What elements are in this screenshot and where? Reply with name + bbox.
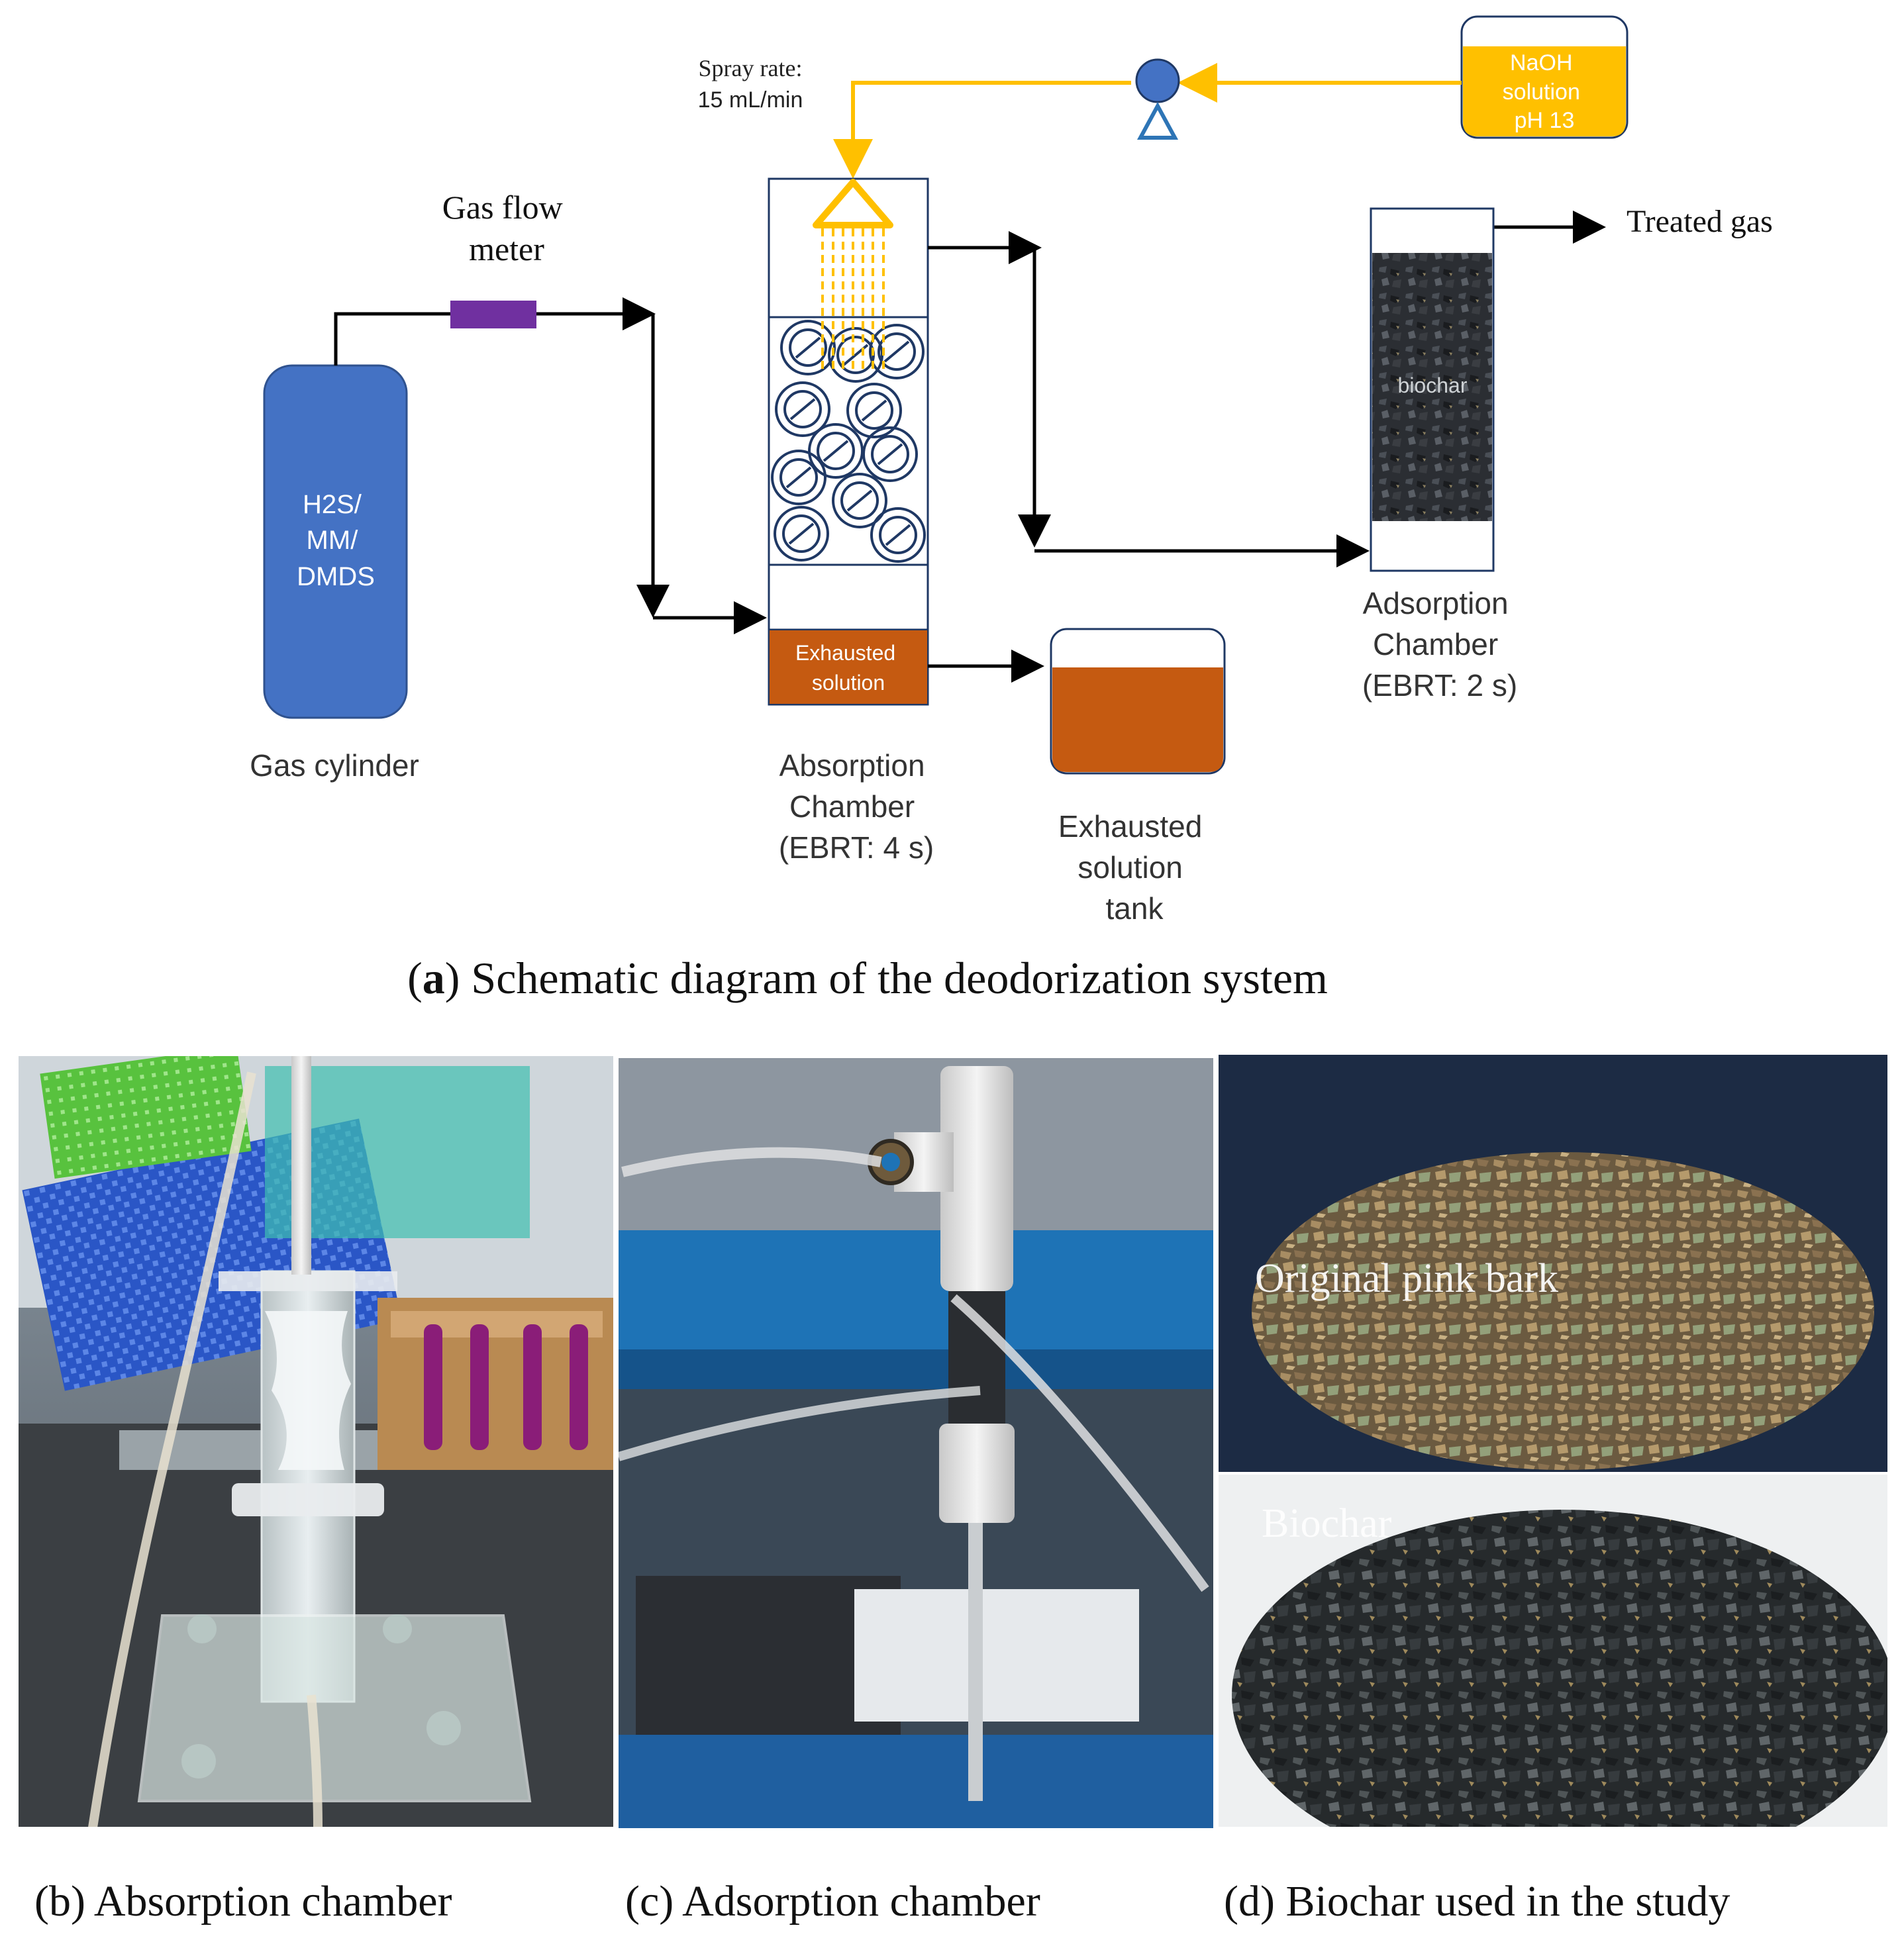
label-biochar-photo: Biochar (1262, 1501, 1392, 1546)
exhausted-solution-line-1: Exhausted (795, 641, 895, 665)
caption-b: (b) Absorption chamber (34, 1877, 452, 1925)
caption-a-letter: a (423, 953, 445, 1003)
exhausted-solution-layer (770, 630, 927, 704)
svg-text:Exhausted solution: Exhausted solution tank (1058, 809, 1211, 926)
svg-text:Exhausted solution: Exhausted solution (795, 641, 901, 695)
caption-c: (c) Adsorption chamber (625, 1877, 1040, 1925)
naoh-line-1: NaOH (1510, 50, 1572, 75)
label-original-pink-bark: Original pink bark (1255, 1256, 1558, 1301)
spray-rate-label: Spray rate: (699, 55, 803, 81)
exhausted-solution-line-2: solution (812, 671, 885, 695)
treated-gas-label: Treated gas (1627, 204, 1773, 239)
svg-text:Biochar: Biochar (1262, 1501, 1392, 1546)
caption-a-open: ( (407, 953, 423, 1003)
svg-text:Treated gas: Treated gas (1627, 204, 1773, 239)
svg-text:Gas flow meter: Gas flow meter (442, 189, 571, 268)
gas-flow-meter-line-2: meter (469, 230, 544, 268)
biochar-label: biochar (1398, 373, 1468, 397)
naoh-feed-line (833, 63, 1462, 179)
adsorption-chamber: biochar Adsorption Chamber (EBRT: 2 s) (1362, 207, 1517, 703)
absorption-chamber-line-1: Absorption (779, 748, 925, 783)
svg-text:(d) Biochar used in the study: (d) Biochar used in the study (1224, 1877, 1730, 1925)
photo-biochar (1219, 1055, 1887, 1827)
caption-a-close: ) (445, 953, 472, 1003)
svg-text:NaOH solution: NaOH solution pH 13 (1503, 50, 1587, 133)
svg-text:(a) Schematic diagram of the d: (a) Schematic diagram of the deodorizati… (407, 953, 1328, 1003)
svg-text:H2S/ MM/ DMDS: H2S/ MM/ DMDS (297, 490, 375, 591)
exhausted-tank-line-2: solution (1077, 850, 1183, 885)
exhausted-tank-line-3: tank (1106, 891, 1164, 926)
spray-nozzle-icon (813, 179, 893, 371)
gas-cylinder-label: Gas cylinder (250, 748, 419, 783)
green-basket (40, 1056, 252, 1179)
gas-pipeline (334, 211, 1606, 683)
exhausted-tank-line-1: Exhausted (1058, 809, 1202, 844)
svg-text:Gas cylinder: Gas cylinder (250, 748, 419, 783)
biochar-pile (1232, 1510, 1887, 1827)
svg-text:biochar: biochar (1398, 373, 1468, 397)
adsorption-chamber-line-3: (EBRT: 2 s) (1362, 668, 1517, 703)
panel-a-schematic: NaOH solution pH 13 Spray rate: 15 mL/mi… (250, 15, 1773, 1003)
adsorption-chamber-line-2: Chamber (1373, 627, 1498, 661)
absorption-chamber-line-2: Chamber (789, 789, 915, 824)
photo-adsorption-chamber (619, 1058, 1213, 1828)
svg-text:(c) Adsorption chamber: (c) Adsorption chamber (625, 1877, 1040, 1925)
gas-cylinder: H2S/ MM/ DMDS Gas cylinder (250, 364, 419, 783)
gas-flow-meter (450, 301, 536, 328)
svg-text:Spray rate:: Spray rate: (699, 55, 803, 81)
naoh-line-2: solution (1503, 79, 1580, 105)
cylinder-line-1: H2S/ (303, 490, 362, 519)
absorption-chamber: Exhausted solution (768, 177, 934, 865)
exhausted-solution-tank: Exhausted solution tank (1050, 628, 1226, 926)
spray-rate-value: 15 mL/min (698, 87, 803, 113)
gas-flow-meter-line-1: Gas flow (442, 189, 563, 226)
adsorption-chamber-line-1: Adsorption (1363, 586, 1509, 620)
svg-text:Original pink bark: Original pink bark (1255, 1256, 1558, 1301)
bark-pile (1252, 1152, 1874, 1470)
adsorption-column (940, 1066, 1013, 1291)
naoh-tank: NaOH solution pH 13 (1460, 15, 1628, 139)
cylinder-line-2: MM/ (307, 526, 359, 555)
absorption-chamber-line-3: (EBRT: 4 s) (779, 830, 934, 865)
biochar-bed (1372, 253, 1492, 521)
caption-a-text: Schematic diagram of the deodorization s… (471, 953, 1328, 1003)
svg-text:15 mL/min: 15 mL/min (698, 87, 803, 113)
svg-text:(b) Absorption chamber: (b) Absorption chamber (34, 1877, 452, 1925)
svg-text:Adsorption Chamber: Adsorption Chamber (EBRT: 2 s) (1362, 586, 1517, 703)
photo-absorption-chamber (19, 1056, 613, 1827)
svg-text:Absorption Chamber: Absorption Chamber (EBRT: 4 s) (779, 748, 934, 865)
cylinder-line-3: DMDS (297, 562, 375, 591)
pump-icon (1135, 58, 1180, 140)
naoh-line-3: pH 13 (1515, 108, 1575, 133)
caption-d: (d) Biochar used in the study (1224, 1877, 1730, 1925)
